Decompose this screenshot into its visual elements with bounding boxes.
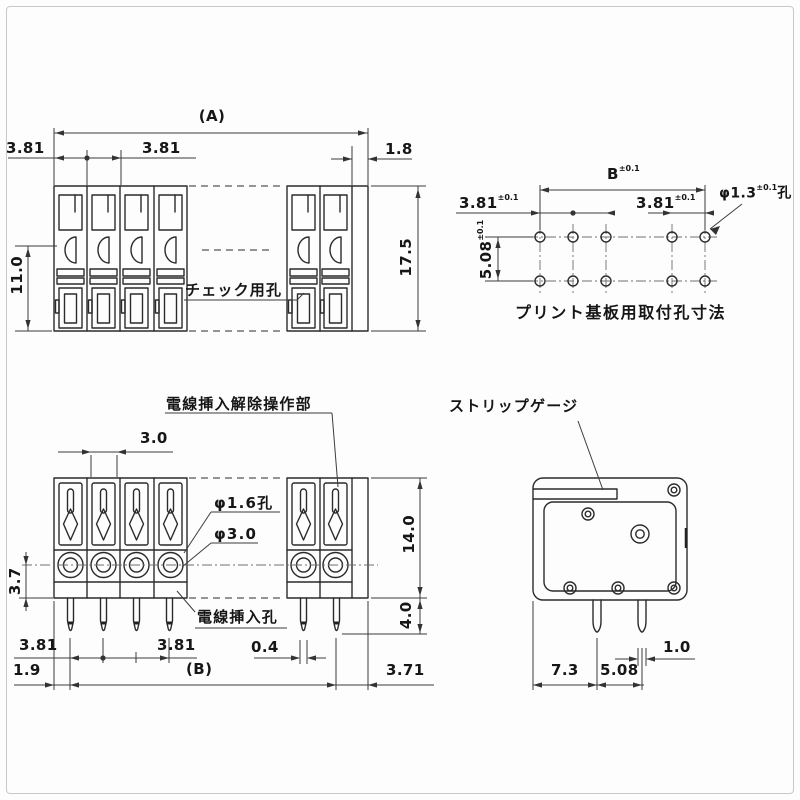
dim-side-depth: 7.3 [551, 661, 579, 679]
wire-release-label: 電線挿入解除操作部 [166, 395, 312, 413]
pcb-hole-pattern-view [456, 185, 743, 294]
wire-insert-hole-label: 電線挿入孔 [197, 608, 279, 626]
check-hole-label: チェック用孔 [185, 281, 283, 299]
small-hole-label: φ1.6孔 [214, 494, 274, 512]
dimension-arrows [23, 130, 714, 688]
large-hole-label: φ3.0 [214, 525, 258, 543]
front-view-bottom [14, 412, 434, 690]
dim-pin-width-front: 0.4 [251, 638, 279, 656]
strip-gauge-label: ストリップゲージ [449, 397, 579, 415]
dim-pitch-left-top: 3.81 [6, 139, 45, 157]
dim-hole-height: 11.0 [7, 255, 26, 295]
dim-side-pin-width: 1.0 [663, 638, 691, 656]
dim-pcb-pitch-left: 3.81±0.1 [459, 193, 519, 212]
dim-pitch-left-bottom: 3.81 [19, 636, 58, 654]
dim-side-pin-pitch: 5.08 [600, 661, 639, 679]
dim-right-edge-offset: 3.71 [386, 661, 425, 679]
front-view-top [8, 128, 426, 332]
dim-b-label: B±0.1 [607, 164, 640, 183]
dim-hole-to-bottom: 3.7 [5, 567, 24, 596]
dim-overall-width-b: (B) [186, 660, 213, 678]
dim-pin-length: 4.0 [396, 601, 415, 630]
dim-edge-offset: 1.9 [13, 661, 41, 679]
pcb-view-caption: プリント基板用取付孔寸法 [515, 303, 727, 322]
dim-total-height: 17.5 [396, 237, 415, 277]
dim-end-wall: 1.8 [385, 140, 413, 158]
dim-pcb-row-pitch: 5.08±0.1 [475, 219, 495, 280]
dim-pcb-pitch-right: 3.81±0.1 [636, 193, 696, 212]
dim-body-height: 14.0 [399, 514, 418, 554]
dim-overall-width-a: (A) [198, 107, 226, 125]
dim-pitch-mid-top: 3.81 [142, 139, 181, 157]
dim-lever-width: 3.0 [140, 429, 168, 447]
dim-pcb-hole-dia: φ1.3±0.1孔 [719, 183, 792, 202]
side-view [532, 420, 695, 690]
dim-pitch-right-bottom: 3.81 [157, 636, 196, 654]
